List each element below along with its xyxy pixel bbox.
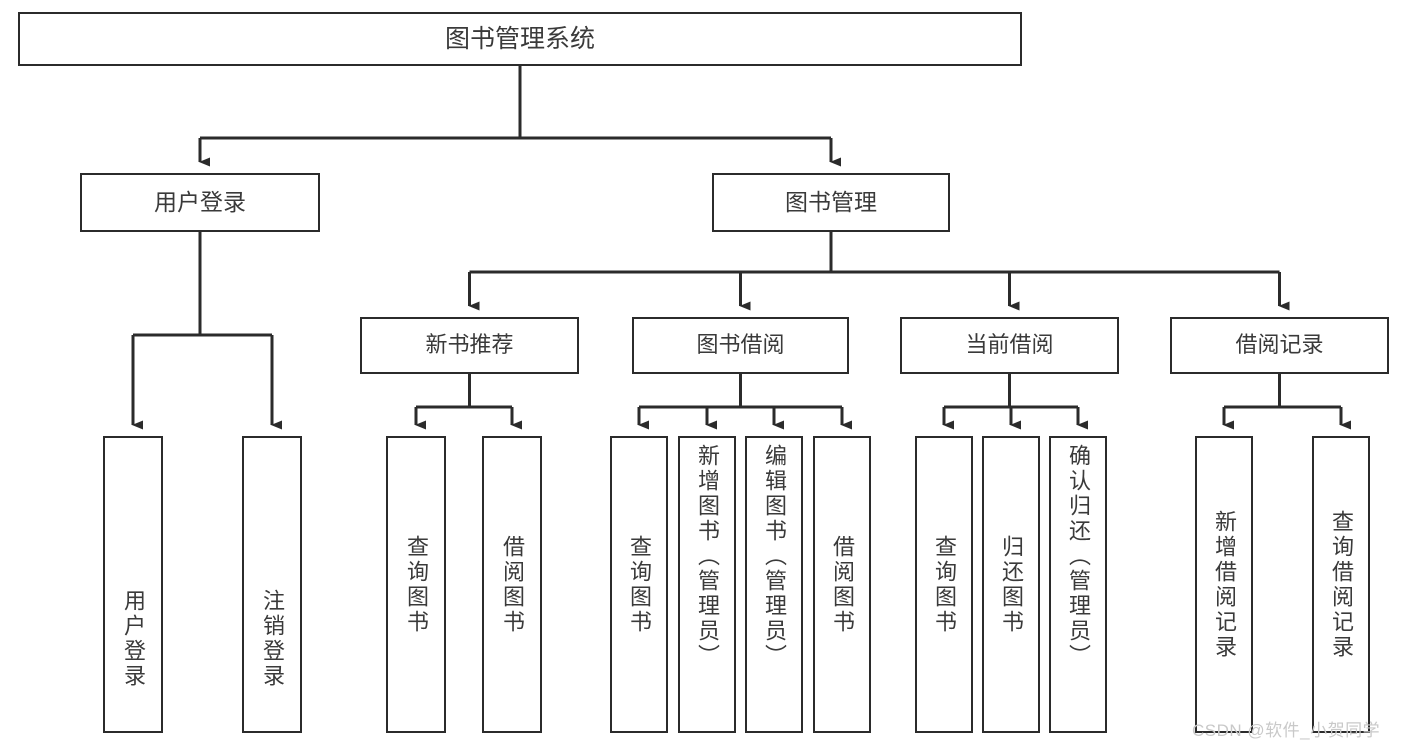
leaf-borrow-book-label: 借阅图书 bbox=[830, 534, 855, 635]
node-root[interactable]: 图书管理系统 bbox=[18, 12, 1022, 66]
watermark: CSDN @软件_小贺同学 bbox=[1192, 721, 1381, 740]
leaf-query-borrow-record-label: 查询借阅记录 bbox=[1329, 509, 1354, 660]
leaf-borrow-book[interactable]: 借阅图书 bbox=[813, 436, 871, 733]
node-current-borrow-label: 当前借阅 bbox=[965, 332, 1054, 358]
leaf-add-borrow-record-label: 新增借阅记录 bbox=[1212, 509, 1237, 660]
node-new-book-recommend[interactable]: 新书推荐 bbox=[360, 317, 579, 374]
node-book-borrow-label: 图书借阅 bbox=[696, 332, 785, 358]
node-new-book-recommend-label: 新书推荐 bbox=[425, 332, 514, 358]
node-user-login[interactable]: 用户登录 bbox=[80, 173, 320, 232]
node-book-management-label: 图书管理 bbox=[785, 188, 877, 215]
leaf-query-book-recommend-label: 查询图书 bbox=[404, 534, 429, 635]
leaf-add-book-admin[interactable]: 新增图书（管理员） bbox=[678, 436, 736, 733]
node-book-management[interactable]: 图书管理 bbox=[712, 173, 950, 232]
leaf-user-login-label: 用户登录 bbox=[121, 589, 146, 689]
node-book-borrow[interactable]: 图书借阅 bbox=[632, 317, 849, 374]
leaf-add-borrow-record[interactable]: 新增借阅记录 bbox=[1195, 436, 1253, 733]
leaf-query-book-current-label: 查询图书 bbox=[932, 534, 957, 635]
leaf-query-borrow-record[interactable]: 查询借阅记录 bbox=[1312, 436, 1370, 733]
leaf-return-book[interactable]: 归还图书 bbox=[982, 436, 1040, 733]
leaf-user-logout-label: 注销登录 bbox=[260, 589, 285, 689]
node-borrow-records[interactable]: 借阅记录 bbox=[1170, 317, 1389, 374]
leaf-query-book-borrow-label: 查询图书 bbox=[627, 534, 652, 635]
node-current-borrow[interactable]: 当前借阅 bbox=[900, 317, 1119, 374]
node-user-login-label: 用户登录 bbox=[154, 188, 246, 215]
leaf-return-book-label: 归还图书 bbox=[999, 534, 1024, 635]
leaf-query-book-recommend[interactable]: 查询图书 bbox=[386, 436, 446, 733]
leaf-confirm-return-admin[interactable]: 确认归还（管理员） bbox=[1049, 436, 1107, 733]
leaf-confirm-return-admin-label: 确认归还（管理员） bbox=[1066, 444, 1091, 669]
leaf-edit-book-admin-label: 编辑图书（管理员） bbox=[762, 444, 787, 669]
node-root-label: 图书管理系统 bbox=[444, 25, 595, 53]
leaf-borrow-book-recommend[interactable]: 借阅图书 bbox=[482, 436, 542, 733]
leaf-borrow-book-recommend-label: 借阅图书 bbox=[500, 534, 525, 635]
leaf-add-book-admin-label: 新增图书（管理员） bbox=[695, 444, 720, 669]
leaf-user-login[interactable]: 用户登录 bbox=[103, 436, 163, 733]
leaf-user-logout[interactable]: 注销登录 bbox=[242, 436, 302, 733]
leaf-query-book-borrow[interactable]: 查询图书 bbox=[610, 436, 668, 733]
leaf-query-book-current[interactable]: 查询图书 bbox=[915, 436, 973, 733]
leaf-edit-book-admin[interactable]: 编辑图书（管理员） bbox=[745, 436, 803, 733]
node-borrow-records-label: 借阅记录 bbox=[1235, 332, 1324, 358]
